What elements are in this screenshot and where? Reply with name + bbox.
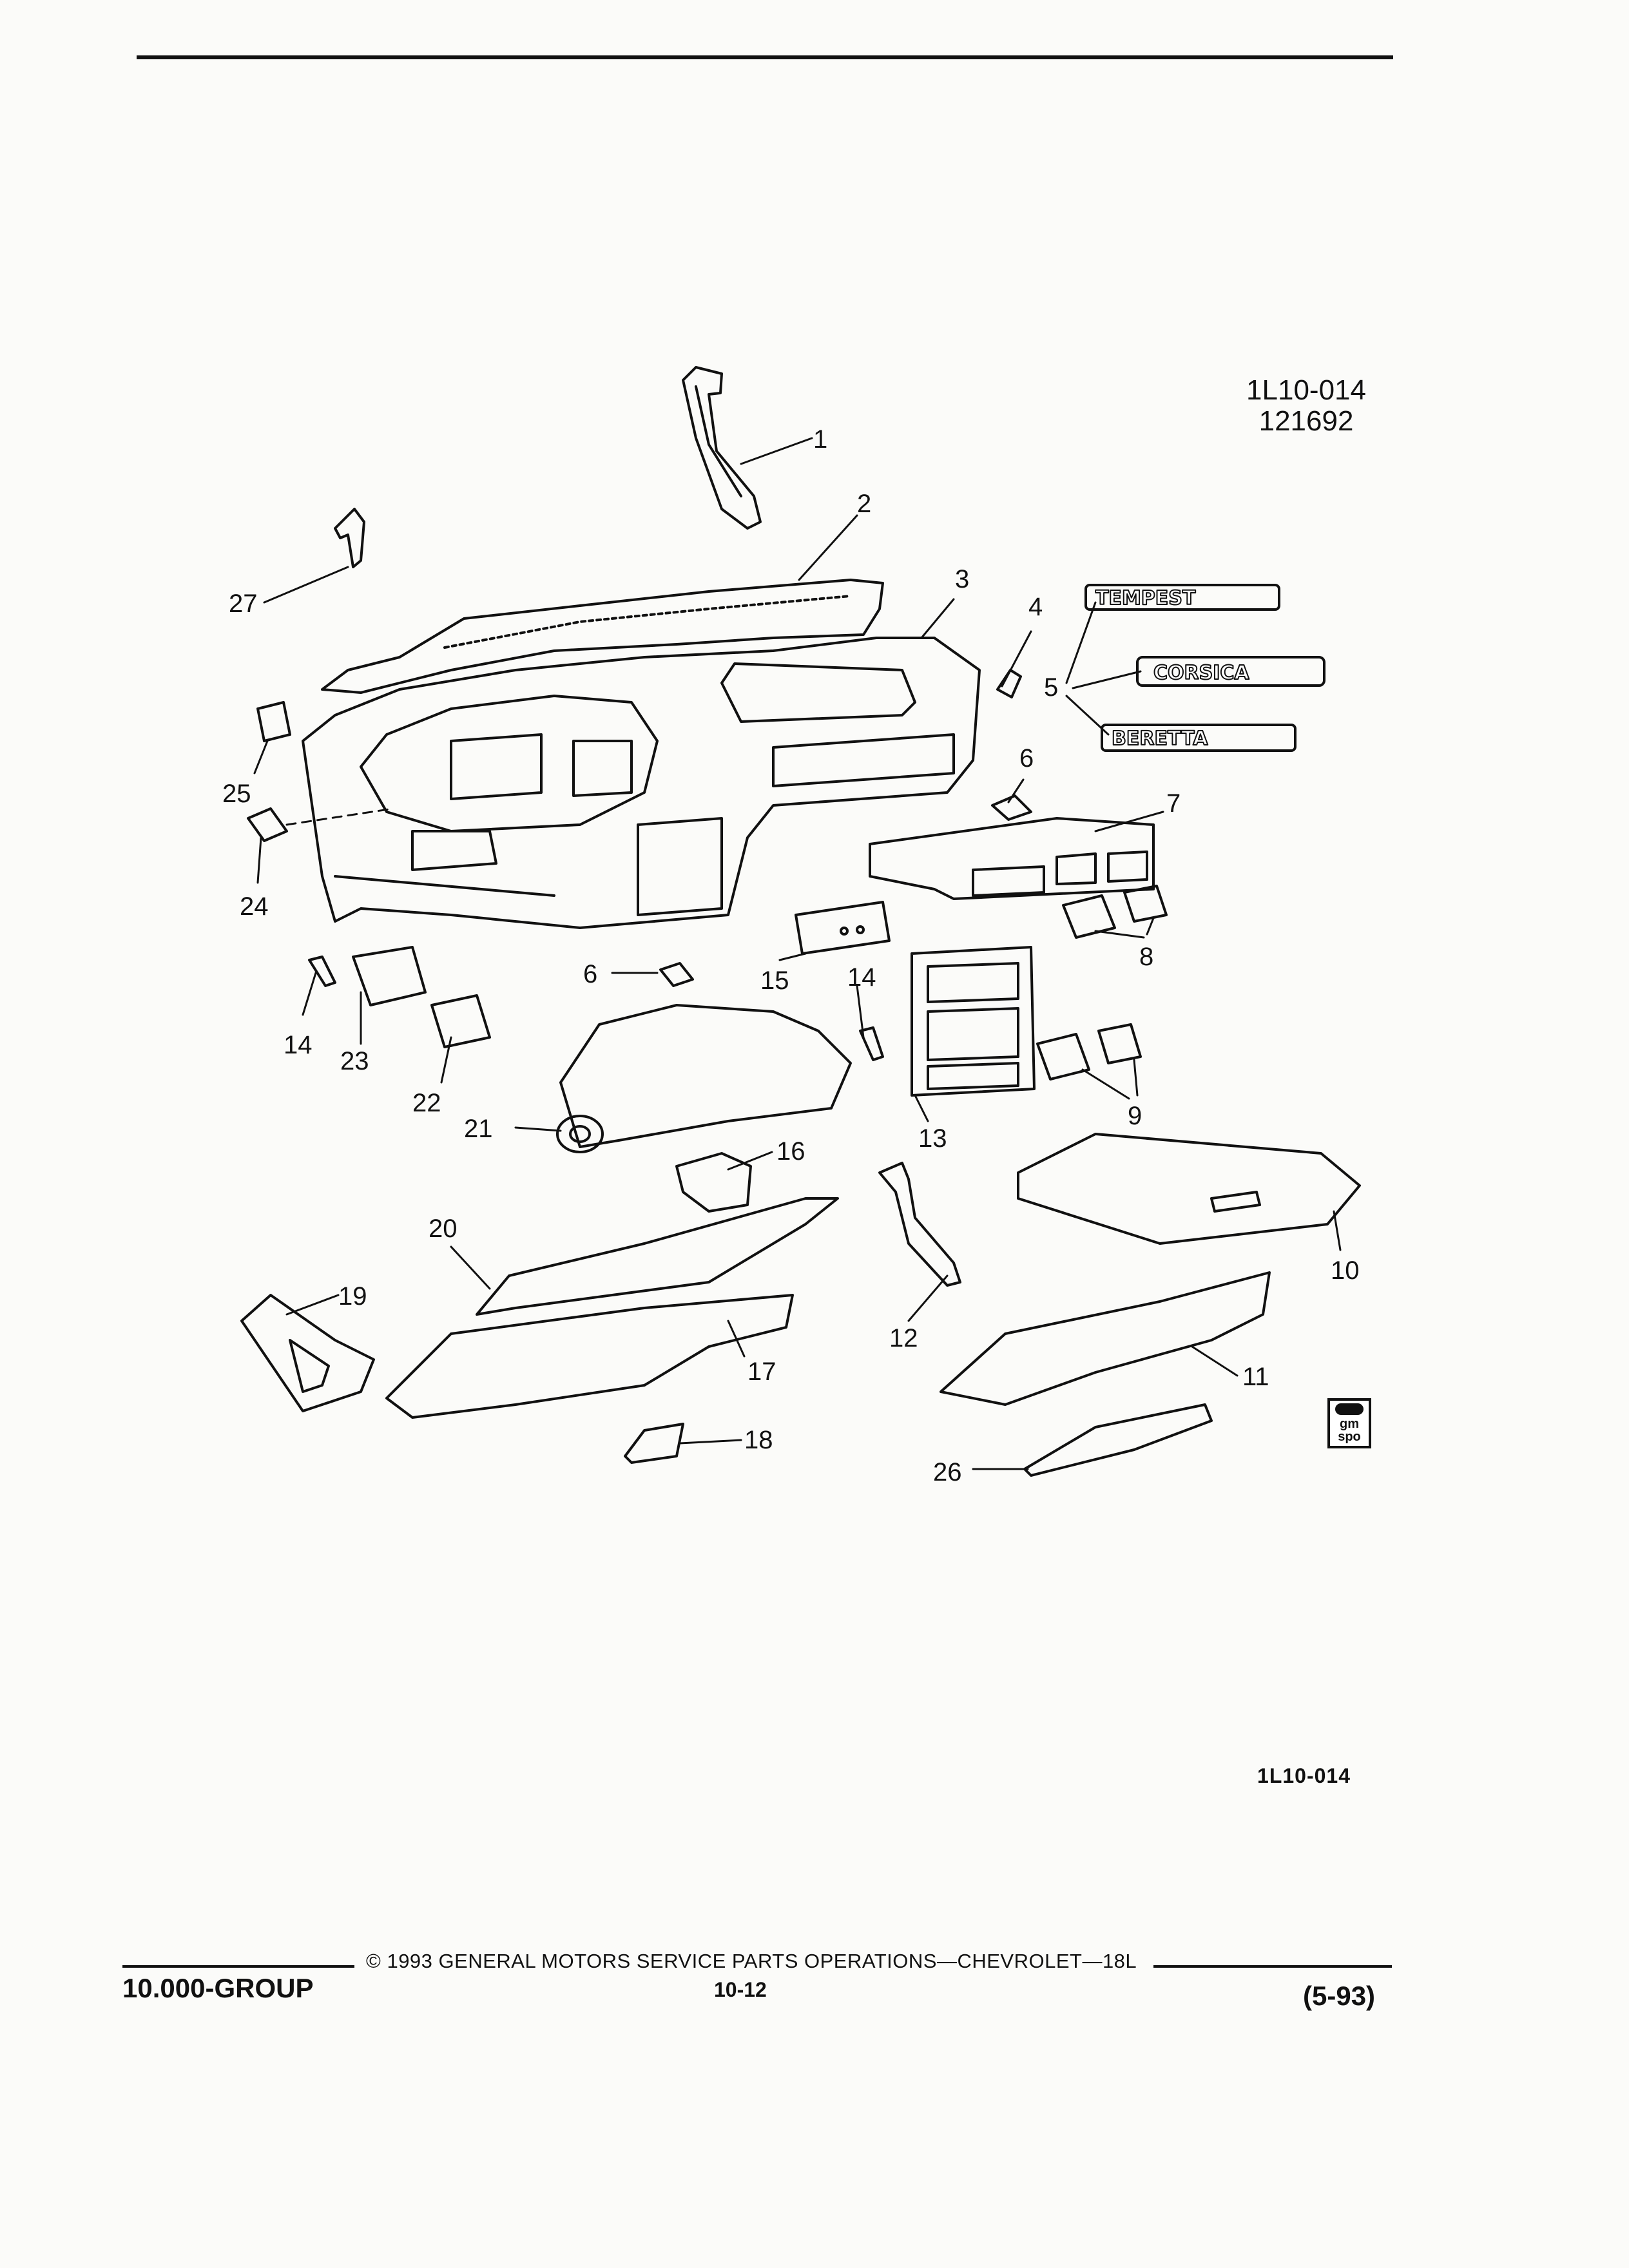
callout-8: 8 <box>1139 943 1153 971</box>
callout-23: 23 <box>340 1047 369 1075</box>
callout-10: 10 <box>1331 1256 1360 1285</box>
callout-12: 12 <box>889 1324 918 1352</box>
part-16-bracket <box>675 1152 752 1213</box>
callout-15: 15 <box>760 966 789 995</box>
callout-21: 21 <box>464 1115 493 1143</box>
figure-date-code: 121692 <box>1258 405 1354 437</box>
callout-26: 26 <box>933 1458 962 1486</box>
figure-bottom-code: 1L10-014 <box>1257 1764 1351 1787</box>
callout-9: 9 <box>1128 1102 1142 1130</box>
part-23-vent-housing <box>352 946 427 1006</box>
callout-25: 25 <box>222 780 251 808</box>
emblem-tempest: TEMPEST <box>1095 587 1196 610</box>
part-3-instrument-panel <box>302 637 981 929</box>
callout-3: 3 <box>955 565 969 593</box>
callout-20: 20 <box>429 1215 458 1243</box>
callout-14-right: 14 <box>847 963 876 992</box>
callout-7: 7 <box>1166 789 1181 818</box>
leader-lines <box>253 437 1342 1470</box>
footer-rule-left <box>122 1965 354 1968</box>
part-13-bezel-frame <box>911 946 1036 1097</box>
part-12-brace <box>878 1162 961 1287</box>
footer-copyright: © 1993 GENERAL MOTORS SERVICE PARTS OPER… <box>366 1950 1137 1972</box>
part-8-vent-left <box>1062 894 1116 939</box>
emblem-corsica: CORSICA <box>1153 662 1249 684</box>
emblem-beretta: BERETTA <box>1112 727 1208 750</box>
callout-16: 16 <box>776 1137 805 1166</box>
footer-page-number: 10-12 <box>714 1978 767 2001</box>
part-9-vent-right <box>1097 1023 1142 1064</box>
part-22-vent <box>430 994 491 1048</box>
part-11-lower-trim <box>940 1271 1271 1406</box>
callout-4: 4 <box>1028 593 1043 621</box>
callout-18: 18 <box>744 1426 773 1454</box>
callout-1: 1 <box>813 425 827 454</box>
callout-6-right: 6 <box>1019 744 1034 773</box>
part-14-screw-left <box>308 956 336 987</box>
callout-14-left: 14 <box>284 1031 313 1059</box>
footer-rule-right <box>1153 1965 1392 1968</box>
part-25-clip <box>256 701 291 742</box>
part-10-glove-box <box>1017 1133 1361 1245</box>
callout-5: 5 <box>1044 673 1058 702</box>
figure-id: 1L10-014 <box>1246 374 1366 406</box>
gm-spo-logo: gm spo <box>1327 1398 1371 1448</box>
part-15-module <box>795 901 891 955</box>
callout-24: 24 <box>240 892 269 921</box>
logo-line-1: gm <box>1340 1417 1359 1431</box>
callout-11: 11 <box>1242 1363 1269 1391</box>
part-24-vent-grille <box>247 807 288 842</box>
callout-13: 13 <box>918 1124 947 1153</box>
logo-line-2: spo <box>1338 1430 1361 1444</box>
part-9-vent-left <box>1036 1033 1090 1081</box>
callout-2: 2 <box>857 490 871 518</box>
logo-oval-icon <box>1335 1403 1364 1415</box>
part-1-bracket <box>682 366 762 530</box>
part-17-lower-panel <box>385 1294 794 1419</box>
top-rule <box>137 55 1393 59</box>
footer-group: 10.000-GROUP <box>122 1973 314 2003</box>
part-26-strip <box>1023 1403 1213 1477</box>
part-27-bracket <box>334 508 365 568</box>
callout-19: 19 <box>338 1282 367 1311</box>
part-7-center-bezel <box>869 817 1155 900</box>
part-18-cover <box>624 1423 684 1464</box>
callout-27: 27 <box>229 590 258 618</box>
footer-date: (5-93) <box>1303 1981 1376 2011</box>
part-6-retainer-left <box>659 962 694 987</box>
part-20-insulator <box>476 1197 839 1316</box>
part-21-cluster-bezel <box>556 1004 852 1153</box>
callout-17: 17 <box>747 1358 776 1386</box>
part-6-retainer-right <box>991 794 1032 821</box>
figure-identifier: 1L10-014 121692 <box>1246 375 1366 437</box>
part-8-vent-right <box>1123 885 1168 923</box>
callout-6-left: 6 <box>583 960 597 988</box>
part-2-dash-pad <box>321 579 884 694</box>
callout-22: 22 <box>412 1089 441 1117</box>
part-19-side-trim <box>240 1294 375 1412</box>
part-14-screw-right <box>859 1026 884 1061</box>
